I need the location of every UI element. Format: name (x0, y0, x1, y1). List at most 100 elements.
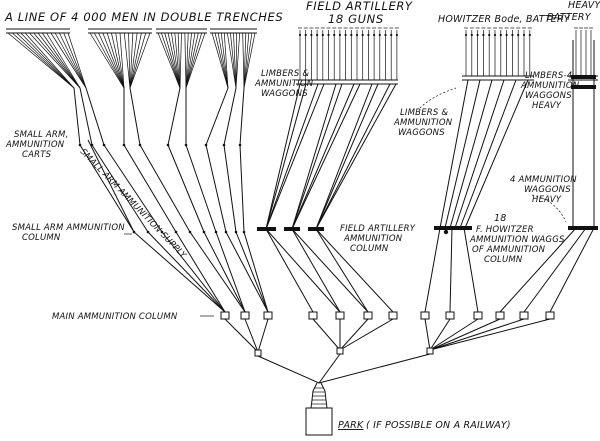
ammunition-wagon-box (545, 311, 555, 320)
field-gun-wheel (390, 33, 393, 37)
park-note-label: ( IF POSSIBLE ON A RAILWAY) (366, 420, 511, 431)
section-line (339, 318, 369, 351)
battalion-line (85, 87, 105, 146)
cart-to-column-line (185, 144, 217, 233)
park-depot (305, 382, 333, 436)
trench-fan-line (214, 32, 229, 89)
field-gun-wheel (321, 33, 324, 37)
ammunition-wagon-box (519, 311, 529, 320)
fa-wagon-line (265, 83, 325, 230)
section-box (336, 347, 344, 355)
field-gun-wheel (298, 33, 302, 37)
trench-fan-line (220, 32, 229, 89)
cart-to-column-line (205, 144, 227, 233)
battalion-line (167, 87, 181, 146)
trench-fan-line (179, 32, 182, 89)
how-column-marker (443, 229, 449, 235)
fa-wagon-line (315, 83, 391, 230)
field-gun-wheel (304, 33, 307, 37)
trench-fan-line (102, 32, 125, 89)
ammunition-wagon-box (335, 311, 345, 320)
fa-wagon-line (291, 83, 337, 230)
section-line (244, 318, 259, 353)
heavy-column-line (523, 227, 587, 313)
main-column-boxes (220, 311, 555, 357)
how-limbers-label-2: AMMUNITION (393, 118, 453, 128)
trench-fan-line (67, 32, 87, 89)
section-box (426, 347, 434, 355)
field-gun-wheel (378, 33, 381, 37)
fa-wagon-line (315, 83, 379, 230)
trench-fan-line (12, 32, 75, 89)
battalion-line (205, 87, 229, 146)
how-column-label-2: F. HOWITZER (476, 225, 534, 235)
fa-wagon-line (315, 83, 397, 230)
trench-fan-line (46, 32, 81, 89)
fa-wagon-line (291, 83, 361, 230)
fa-wagon-line (291, 83, 343, 230)
how-limbers-label-1: LIMBERS & (400, 108, 448, 118)
trench-fan-line (129, 32, 151, 89)
trench-fan-line (185, 32, 206, 89)
trench-fan-line (185, 32, 189, 89)
trench-fan-line (185, 32, 199, 89)
cart-to-column-line (167, 144, 205, 233)
sa-carts-label-1: SMALL ARM, (14, 130, 68, 140)
howitzer-wheel (493, 33, 497, 37)
battalion-line (239, 87, 245, 146)
section-to-park-line (318, 353, 431, 384)
section-line (429, 318, 525, 351)
trench-fan-line (119, 32, 125, 89)
section-box (254, 349, 262, 357)
trench-fan-line (157, 32, 181, 89)
trench-fan-line (164, 32, 181, 89)
howitzer-wheel (476, 33, 479, 37)
howitzer-wheel (482, 33, 485, 37)
howitzer-wheel (517, 33, 520, 37)
trench-fan-line (211, 32, 229, 89)
fa-wagon-line (265, 83, 301, 230)
sa-supply-label: SMALL ARM AMMUNITION SUPPLY (78, 147, 188, 261)
ammunition-wagon-box (240, 311, 250, 320)
trench-fan-line (185, 32, 192, 89)
field-gun-wheel (344, 33, 347, 37)
sa-column-label-2: COLUMN (22, 233, 61, 243)
section-line (257, 318, 269, 353)
trench-fan-line (185, 32, 196, 89)
how-wagon-line (444, 79, 481, 229)
how-wagon-line (464, 79, 529, 229)
main-column-label: MAIN AMMUNITION COLUMN (52, 312, 178, 322)
trench-fan-line (63, 32, 87, 89)
field-gun-wheel (373, 33, 376, 37)
ammunition-wagon-box (263, 311, 273, 320)
howitzer-wheel (505, 33, 508, 37)
how-limber-leader (419, 87, 457, 109)
field-gun-wheel (327, 33, 330, 37)
fa-column-line (291, 228, 341, 313)
trench-fan-line (41, 32, 81, 89)
cart-to-column-line (123, 144, 177, 233)
park-label: PARK (338, 420, 364, 431)
trench-fan-line (177, 32, 181, 89)
trench-fans (6, 28, 257, 89)
heavy-column-line (499, 227, 577, 313)
trench-fan-line (115, 32, 125, 89)
howitzer-wheel (499, 33, 502, 37)
fa-column-line (291, 228, 369, 313)
howitzer-wheel (522, 33, 526, 37)
battalion-line (129, 87, 141, 146)
trench-fan-line (129, 32, 138, 89)
cart-to-column-line (223, 144, 237, 233)
heavy-wagg-label-3: HEAVY (532, 195, 562, 205)
ammunition-wagon-box (308, 311, 318, 320)
field-artillery-label: FIELD ARTILLERY (306, 0, 413, 13)
cart-to-column-line (139, 144, 191, 233)
sa-supply-line (235, 231, 269, 313)
how-limbers-label-3: WAGGONS (398, 128, 445, 138)
ammunition-column-bars (257, 226, 598, 231)
trench-fan-line (161, 32, 181, 89)
section-line (429, 318, 501, 351)
how-column-label-4: OF AMMUNITION (472, 245, 546, 255)
how-column-line (463, 227, 479, 313)
